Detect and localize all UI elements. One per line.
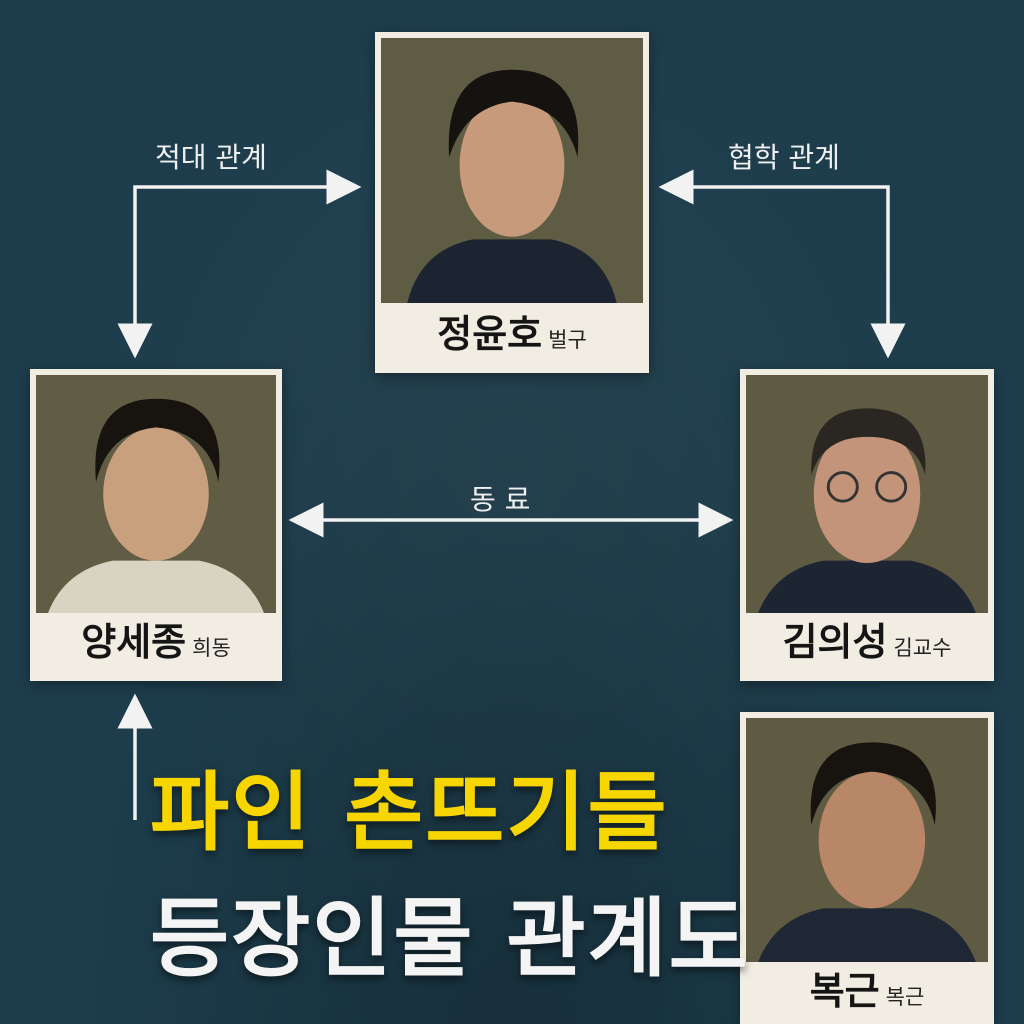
hostile-relation-label: 적대 관계 xyxy=(155,141,267,174)
character-role: 벌구 xyxy=(548,328,587,352)
character-card-top[interactable]: 정윤호 벌구 xyxy=(375,32,649,373)
character-name: 복근 xyxy=(809,969,880,1013)
character-card-left[interactable]: 양세종 희동 xyxy=(30,369,282,681)
hostile-arrow xyxy=(117,169,362,359)
character-name: 양세종 xyxy=(81,620,187,664)
character-role: 김교수 xyxy=(893,636,952,660)
character-role: 희동 xyxy=(192,636,231,660)
portrait-photo xyxy=(381,38,643,303)
portrait-photo xyxy=(36,375,276,613)
portrait-photo xyxy=(746,375,988,613)
cooperative-relation-label: 협학 관계 xyxy=(728,141,840,174)
poster-title: 파인 촌뜨기들 xyxy=(150,763,669,863)
character-card-right[interactable]: 김의성 김교수 xyxy=(740,369,994,681)
character-name: 정윤호 xyxy=(437,312,543,356)
portrait-photo xyxy=(746,718,988,962)
character-card-bottom[interactable]: 복근 복근 xyxy=(740,712,994,1024)
poster-subtitle: 등장인물 관계도 xyxy=(150,889,750,989)
character-role: 복근 xyxy=(885,985,925,1009)
colleague-relation-label: 동 료 xyxy=(470,483,531,516)
cooperative-arrow xyxy=(658,169,906,359)
character-name: 김의성 xyxy=(782,620,888,664)
